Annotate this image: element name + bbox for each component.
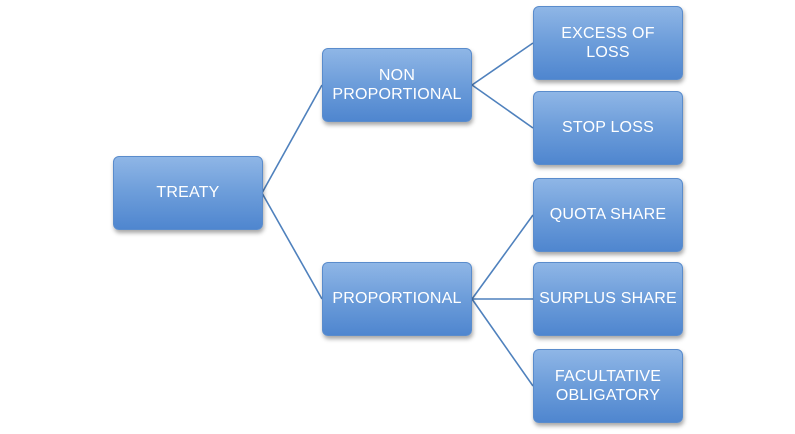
- node-treaty-label: TREATY: [156, 184, 220, 202]
- connector-proportional-quota: [471, 214, 534, 300]
- connector-nonproportional-excess: [471, 42, 534, 86]
- node-treaty: TREATY: [113, 156, 263, 230]
- node-non-proportional-label-line2: PROPORTIONAL: [332, 86, 462, 103]
- connector-treaty-proportional: [261, 192, 323, 300]
- node-facultative-obligatory: FACULTATIVE OBLIGATORY: [533, 349, 683, 423]
- node-stop-loss-label: STOP LOSS: [562, 119, 654, 137]
- node-non-proportional: NON PROPORTIONAL: [322, 48, 472, 122]
- node-quota-share: QUOTA SHARE: [533, 178, 683, 252]
- node-proportional: PROPORTIONAL: [322, 262, 472, 336]
- node-surplus-share: SURPLUS SHARE: [533, 262, 683, 336]
- node-surplus-share-label: SURPLUS SHARE: [539, 290, 677, 308]
- node-facultative-label-line1: FACULTATIVE: [554, 367, 662, 385]
- node-stop-loss: STOP LOSS: [533, 91, 683, 165]
- connector-nonproportional-stoploss: [471, 84, 534, 129]
- node-facultative-label-line2: OBLIGATORY: [555, 387, 661, 404]
- node-quota-share-label: QUOTA SHARE: [549, 206, 667, 224]
- node-proportional-label: PROPORTIONAL: [332, 290, 462, 308]
- connector-treaty-nonproportional: [261, 84, 323, 194]
- node-excess-of-loss-label: EXCESS OF LOSS: [561, 24, 655, 61]
- node-excess-of-loss: EXCESS OF LOSS: [533, 6, 683, 80]
- connector-proportional-facultative: [471, 298, 534, 387]
- node-non-proportional-label-line1: NON: [378, 66, 416, 84]
